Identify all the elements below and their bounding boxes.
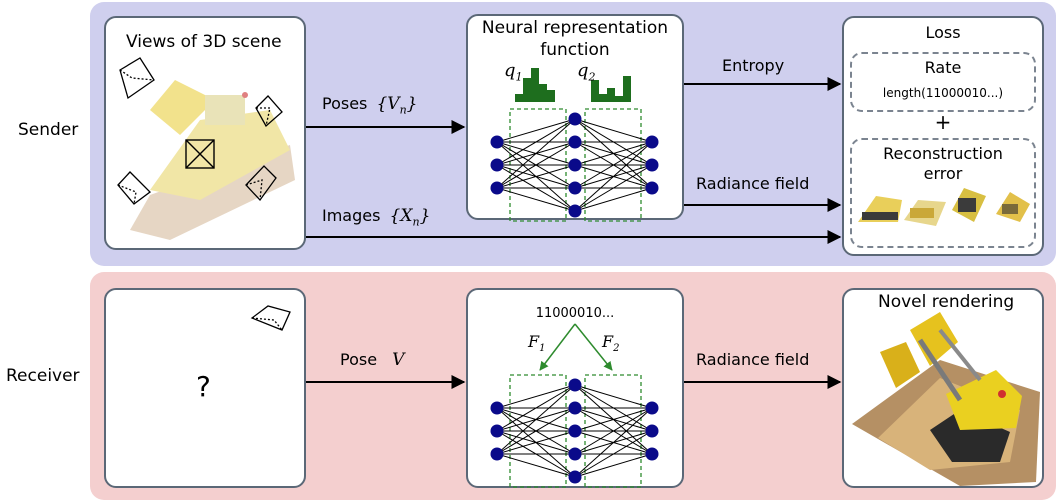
network-node (490, 447, 504, 461)
sender-histograms (515, 68, 631, 102)
sender-row-label: Sender (18, 120, 79, 140)
receiver-views-box (104, 288, 306, 488)
network-node (568, 181, 582, 195)
poses-label: Poses {Vn} (322, 94, 418, 117)
network-edge (574, 164, 653, 212)
network-edge (574, 141, 653, 212)
network-title-line2: function (540, 40, 610, 60)
network-node (645, 401, 659, 415)
network-edge (496, 187, 576, 212)
receiver-row-label: Receiver (6, 366, 80, 386)
network-node (568, 158, 582, 172)
network-edge (496, 384, 576, 432)
network-node (568, 470, 582, 484)
network-node (568, 424, 582, 438)
network-edge (496, 164, 576, 189)
network-edge (496, 453, 576, 478)
receiver-camera-frustum (250, 305, 291, 331)
f1-arrow (539, 323, 576, 371)
network-node (568, 447, 582, 461)
loss-title: Loss (925, 23, 961, 42)
novel-rendering-title: Novel rendering (878, 292, 1015, 312)
rate-box (850, 52, 1036, 112)
network-node (490, 424, 504, 438)
receiver-network-graph (490, 374, 659, 488)
sender-camera-frustums (117, 57, 283, 205)
reconstruction-line2: error (923, 164, 963, 183)
network-node (645, 424, 659, 438)
network-edge (574, 141, 653, 189)
q2-symbol: q2 (577, 60, 596, 84)
network-node (568, 378, 582, 392)
f2-arrow (574, 323, 613, 371)
network-node (645, 158, 659, 172)
network-edge (574, 430, 653, 478)
network-title-line1: Neural representation (481, 18, 669, 38)
network-node (568, 204, 582, 218)
reconstruction-box (850, 138, 1036, 248)
network-node (490, 401, 504, 415)
network-edge (496, 118, 576, 189)
network-edge (496, 118, 576, 143)
network-edge (574, 384, 653, 409)
network-edge (496, 141, 576, 189)
novel-rendering-illustration (852, 312, 1040, 486)
network-edge (496, 384, 576, 455)
sender-scene-illustration (130, 80, 295, 240)
network-edge (574, 141, 653, 166)
network-edge (574, 407, 653, 455)
views-title: Views of 3D scene (126, 32, 282, 52)
f2-symbol: F2 (602, 332, 620, 355)
pose-label: Pose V (340, 350, 405, 370)
network-edge (496, 430, 576, 455)
reconstruction-thumbnails (858, 188, 1030, 226)
f1-symbol: F1 (528, 332, 546, 355)
network-edge (496, 118, 576, 166)
network-edge (574, 453, 653, 478)
network-node (645, 181, 659, 195)
bitstream-label: 11000010... (535, 306, 615, 321)
q1-symbol: q1 (504, 60, 523, 84)
network-edge (496, 407, 576, 455)
rate-title: Rate (924, 58, 962, 77)
network-node (490, 158, 504, 172)
sender-radiance-label: Radiance field (696, 174, 810, 193)
network-node (645, 135, 659, 149)
unknown-scene-mark: ? (196, 370, 211, 403)
rate-value: length(11000010...) (882, 86, 1004, 100)
network-node (490, 135, 504, 149)
network-node (568, 135, 582, 149)
network-edge (496, 384, 576, 409)
network-edge (574, 407, 653, 478)
images-label: Images {Xn} (322, 206, 431, 229)
receiver-radiance-label: Radiance field (696, 350, 810, 369)
network-node (568, 112, 582, 126)
network-edge (574, 407, 653, 432)
plus-sign: + (934, 110, 952, 134)
reconstruction-line1: Reconstruction (883, 144, 1003, 163)
flow-arrows (306, 77, 842, 389)
network-edge (574, 118, 653, 143)
sender-network-graph (490, 108, 659, 222)
network-node (645, 447, 659, 461)
network-edge (574, 187, 653, 212)
network-node (568, 401, 582, 415)
network-node (490, 181, 504, 195)
entropy-label: Entropy (722, 56, 785, 75)
